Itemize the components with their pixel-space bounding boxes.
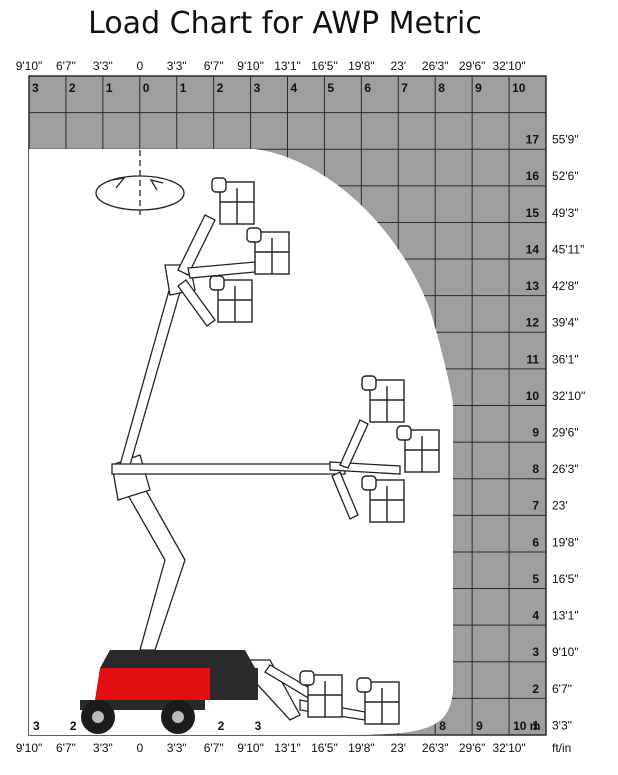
platform-baskets: [209, 177, 440, 725]
platform-basket: [361, 375, 405, 423]
right-ft-label: 23': [552, 499, 568, 513]
right-ft-label: 49'3": [552, 206, 579, 220]
bottom-ft-label: 3'3": [167, 741, 187, 755]
top-ft-label: 9'10": [237, 59, 264, 73]
platform-basket: [246, 227, 290, 275]
bottom-ft-label: 6'7": [204, 741, 224, 755]
right-m-label: 16: [526, 169, 540, 183]
bottom-ft-label: 26'3": [422, 741, 449, 755]
top-ft-label: 3'3": [167, 59, 187, 73]
top-ft-label: 19'8": [348, 59, 375, 73]
top-m-label: 4: [291, 81, 298, 95]
platform-basket: [356, 677, 400, 725]
right-ft-label: 39'4": [552, 316, 579, 330]
right-m-label: 11: [526, 352, 539, 366]
top-m-label: 7: [401, 81, 408, 95]
right-m-label: 1: [532, 718, 539, 732]
right-m-label: 7: [532, 499, 539, 513]
top-m-label: 2: [69, 81, 76, 95]
top-ft-label: 26'3": [422, 59, 449, 73]
right-ft-label: 26'3": [552, 462, 579, 476]
platform-basket: [209, 275, 253, 323]
bottom-ft-label: 23': [390, 741, 406, 755]
bottom-ft-label: 29'6": [459, 741, 486, 755]
bottom-ft-label: 13'1": [274, 741, 301, 755]
right-ft-label: 6'7": [552, 682, 572, 696]
right-m-label: 2: [532, 682, 539, 696]
boom-arm: [111, 214, 401, 721]
right-m-label: 13: [526, 279, 540, 293]
bottom-ft-label: 16'5": [311, 741, 338, 755]
right-m-label: 3: [532, 645, 539, 659]
right-ft-label: 13'1": [552, 609, 579, 623]
top-ft-label: 9'10": [16, 59, 43, 73]
top-ft-label: 29'6": [459, 59, 486, 73]
top-ft-label: 16'5": [311, 59, 338, 73]
platform-basket: [361, 475, 405, 523]
top-m-label: 1: [180, 81, 187, 95]
right-m-label: 8: [532, 462, 539, 476]
top-m-label: 10: [512, 81, 526, 95]
top-m-label: 0: [143, 81, 150, 95]
chart-title: Load Chart for AWP Metric: [88, 6, 482, 41]
bottom-m-label: 9: [476, 719, 483, 733]
bottom-ft-label: 0: [136, 741, 143, 755]
top-m-label: 5: [327, 81, 334, 95]
bottom-ft-label: 9'10": [16, 741, 43, 755]
top-m-label: 1: [106, 81, 113, 95]
bottom-m-label: 8: [439, 719, 446, 733]
right-ft-label: 3'3": [552, 718, 572, 732]
bottom-m-label: 3: [33, 719, 40, 733]
bottom-ft-label: 32'10": [492, 741, 525, 755]
right-m-label: 4: [532, 609, 539, 623]
top-m-label: 6: [364, 81, 371, 95]
right-ft-label: 19'8": [552, 535, 579, 549]
platform-basket: [396, 425, 440, 473]
top-ft-label: 23': [390, 59, 406, 73]
right-ft-label: 16'5": [552, 572, 579, 586]
right-ft-label: 52'6": [552, 169, 579, 183]
right-m-label: 14: [526, 242, 540, 256]
platform-basket: [211, 177, 255, 225]
right-ft-label: 9'10": [552, 645, 579, 659]
top-ft-label: 32'10": [492, 59, 525, 73]
bottom-ft-label: 9'10": [237, 741, 264, 755]
bottom-m-label: 2: [218, 719, 225, 733]
right-m-label: 6: [532, 535, 539, 549]
right-m-label: 15: [526, 206, 540, 220]
top-ft-label: 6'7": [56, 59, 76, 73]
unit-label: ft/in: [552, 741, 571, 755]
right-ft-label: 45'11": [552, 242, 584, 256]
right-m-label: 17: [526, 133, 540, 147]
machine-base: [80, 650, 258, 734]
right-ft-label: 29'6": [552, 426, 579, 440]
bottom-ft-label: 6'7": [56, 741, 76, 755]
right-m-label: 9: [532, 426, 539, 440]
top-m-label: 3: [32, 81, 39, 95]
top-m-label: 3: [254, 81, 261, 95]
top-m-label: 9: [475, 81, 482, 95]
platform-basket: [299, 670, 343, 718]
top-ft-label: 6'7": [204, 59, 224, 73]
right-m-label: 5: [532, 572, 539, 586]
bottom-m-label: 3: [255, 719, 262, 733]
top-ft-label: 13'1": [274, 59, 301, 73]
top-ft-label: 0: [136, 59, 143, 73]
bottom-m-label: 2: [70, 719, 77, 733]
bottom-ft-label: 3'3": [93, 741, 113, 755]
bottom-m-label: 10 m: [513, 719, 540, 733]
top-m-label: 2: [217, 81, 224, 95]
top-ft-label: 3'3": [93, 59, 113, 73]
right-ft-label: 55'9": [552, 133, 579, 147]
right-ft-label: 32'10": [552, 389, 585, 403]
bottom-ft-label: 19'8": [348, 741, 375, 755]
right-m-label: 12: [526, 316, 540, 330]
right-ft-label: 42'8": [552, 279, 579, 293]
right-m-label: 10: [526, 389, 540, 403]
top-m-label: 8: [438, 81, 445, 95]
rotation-icon: [95, 150, 185, 215]
right-ft-label: 36'1": [552, 352, 579, 366]
